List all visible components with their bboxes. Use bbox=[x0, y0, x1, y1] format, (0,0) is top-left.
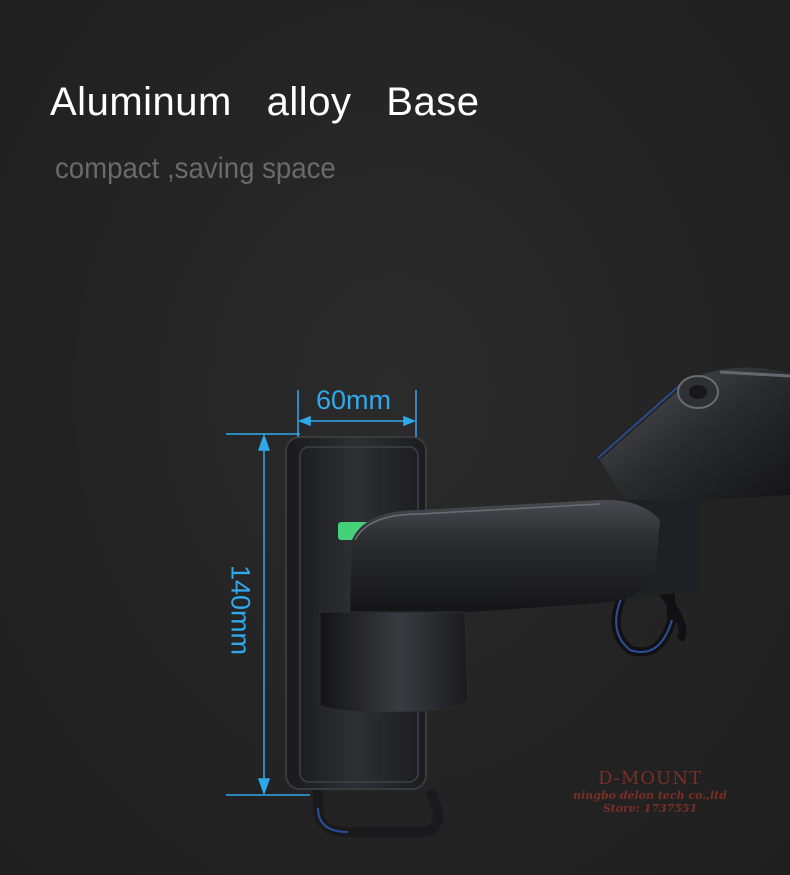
height-dimension bbox=[226, 433, 310, 796]
watermark-brand: D-MOUNT bbox=[598, 768, 702, 789]
upper-arm bbox=[600, 367, 790, 503]
lower-arm bbox=[350, 499, 660, 612]
watermark-store: Store: 1737551 bbox=[602, 802, 698, 815]
base-collar bbox=[319, 611, 469, 713]
subheadline: compact ,saving space bbox=[55, 152, 336, 185]
height-dimension-label: 140mm bbox=[225, 564, 256, 656]
bottom-handle bbox=[313, 788, 444, 837]
width-dimension-label: 60mm bbox=[316, 385, 392, 415]
watermark-company: ningbo delon tech co.,ltd bbox=[573, 789, 727, 802]
watermark: D-MOUNT ningbo delon tech co.,ltd Store:… bbox=[560, 768, 740, 815]
width-dimension bbox=[297, 390, 417, 437]
headline: Aluminum alloy Base bbox=[50, 80, 480, 124]
